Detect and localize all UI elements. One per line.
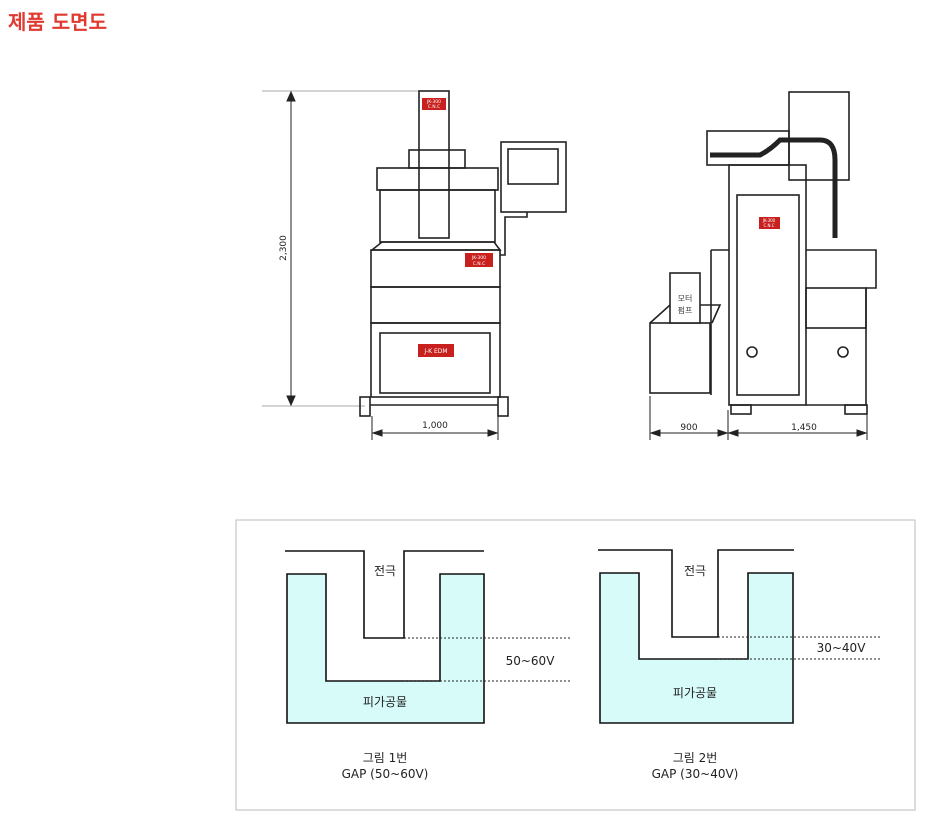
pump-width-label: 900 [680, 423, 697, 433]
badge-side-line2: C.N.C [763, 223, 774, 228]
gap-figure-2 [598, 549, 880, 724]
fig1-workpiece: 피가공물 [363, 695, 407, 709]
gap-diagram-box [235, 519, 916, 811]
fig2-workpiece: 피가공물 [673, 686, 717, 700]
fig2-caption-gap: GAP (30~40V) [652, 767, 739, 781]
front-width-dimension [371, 416, 499, 440]
fig1-caption: 그림 1번 [363, 751, 408, 765]
badge-mid-line2: C.N.C [473, 261, 486, 267]
side-width-dimension [649, 396, 868, 440]
gap-figure-1 [285, 550, 572, 724]
fig1-caption-gap: GAP (50~60V) [342, 767, 429, 781]
fig1-electrode: 전극 [374, 564, 396, 578]
front-machine [359, 90, 567, 417]
fig2-gap: 30~40V [817, 641, 867, 655]
height-dimension [262, 90, 420, 407]
badge-side-line1: JK-300 [762, 218, 776, 223]
badge-top-line1: JK-300 [426, 99, 441, 105]
side-machine [649, 91, 877, 415]
pump-label-2: 펌프 [678, 305, 693, 315]
fig2-electrode: 전극 [684, 564, 706, 578]
page-title: 제품 도면도 [8, 10, 107, 34]
front-width-label: 1,000 [422, 421, 448, 431]
side-width-label: 1,450 [791, 423, 817, 433]
badge-top-line2: C.N.C [428, 104, 441, 110]
fig2-caption: 그림 2번 [673, 751, 718, 765]
height-dim-label: 2,300 [279, 235, 289, 261]
fig1-gap: 50~60V [506, 654, 556, 668]
pump-label-1: 모터 [678, 294, 693, 303]
badge-edm: J-K EDM [423, 348, 447, 355]
badge-mid-line1: JK-300 [471, 255, 486, 261]
